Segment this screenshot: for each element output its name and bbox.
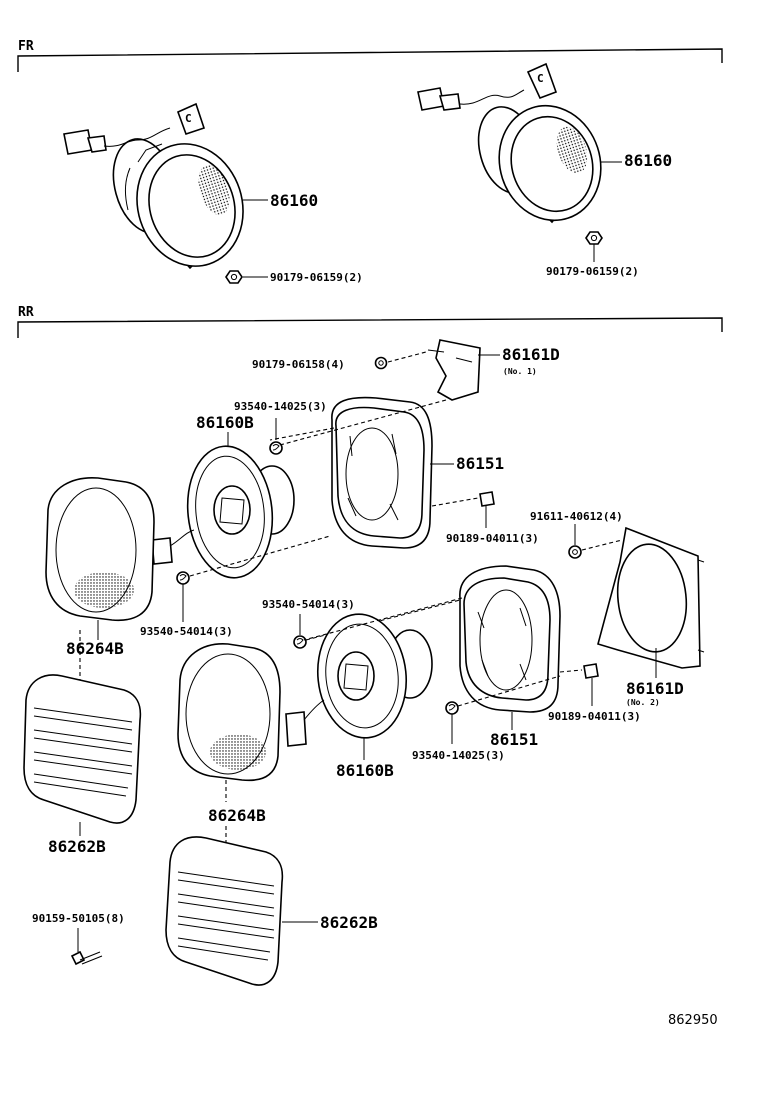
speaker-upper[interactable] (181, 442, 295, 582)
screw-grille[interactable] (70, 950, 103, 966)
nut-lower-bracket[interactable] (568, 545, 582, 559)
label-screw-left-bottom: 93540-54014(3) (140, 625, 233, 638)
label-fr-speaker-left: 86160 (270, 191, 318, 210)
dash-nut-bracket (387, 351, 427, 363)
cover-left[interactable] (45, 477, 155, 622)
rear-section-bracket (17, 317, 723, 338)
dash-screw-lower-spacer (457, 675, 561, 707)
dash-screw-lower-speaker (305, 599, 461, 641)
rear-section: RR 86161D (No. 1) 90179-06158(4) 86151 (17, 305, 723, 986)
spacer-upper[interactable] (331, 396, 433, 549)
label-screw-upper-speaker: 93540-14025(3) (234, 400, 327, 413)
screw-upper-speaker[interactable] (269, 441, 283, 455)
spacer-lower[interactable] (459, 565, 561, 713)
dash-screw-left-bottom (189, 535, 331, 577)
label-speaker-upper: 86160B (196, 413, 254, 432)
nut-bracket[interactable] (374, 356, 388, 370)
dash-spacer-speaker-lower (303, 597, 463, 641)
connector-lower[interactable] (285, 699, 325, 747)
label-spacer-lower: 86151 (490, 730, 538, 749)
screw-lower-speaker[interactable] (293, 635, 307, 649)
front-speaker-right[interactable]: C (470, 62, 616, 234)
clip-upper[interactable] (479, 491, 495, 507)
bracket-no1[interactable] (427, 339, 481, 401)
label-bracket-no1-sub: (No. 1) (503, 367, 537, 376)
label-grille-center: 86262B (320, 913, 378, 932)
label-nut-bracket: 90179-06158(4) (252, 358, 345, 371)
screw-lower-spacer[interactable] (445, 701, 459, 715)
front-section: FR C 86160 90179-06159(2) (17, 39, 723, 284)
front-nut-right[interactable] (585, 231, 603, 245)
section-label-rear: RR (18, 305, 34, 320)
bracket-no2[interactable] (597, 526, 705, 669)
label-clip-upper: 90189-04011(3) (446, 532, 539, 545)
label-fr-speaker-right: 86160 (624, 151, 672, 170)
label-speaker-lower: 86160B (336, 761, 394, 780)
grille-center[interactable] (165, 836, 284, 986)
tab-letter-left: C (185, 112, 192, 125)
label-cover-center: 86264B (208, 806, 266, 825)
label-screw-grille: 90159-50105(8) (32, 912, 125, 925)
label-cover-left: 86264B (66, 639, 124, 658)
front-speaker-left[interactable]: C (104, 102, 259, 280)
tab-letter-right: C (537, 72, 544, 85)
label-fr-nut-right: 90179-06159(2) (546, 265, 639, 278)
screw-left-bottom[interactable] (176, 571, 190, 585)
clip-lower[interactable] (583, 663, 599, 679)
dash-upper-spacer (279, 399, 447, 446)
front-nut-left[interactable] (225, 270, 243, 284)
grille-left[interactable] (23, 674, 142, 824)
label-nut-lower-bracket: 91611-40612(4) (530, 510, 623, 523)
label-bracket-no1: 86161D (502, 345, 560, 364)
label-fr-nut-left: 90179-06159(2) (270, 271, 363, 284)
label-clip-lower: 90189-04011(3) (548, 710, 641, 723)
label-bracket-no2-sub: (No. 2) (626, 698, 660, 707)
front-connector-right[interactable] (417, 87, 525, 111)
label-screw-lower-spacer: 93540-14025(3) (412, 749, 505, 762)
dash-spacer-speaker-upper (269, 427, 335, 441)
diagram-number: 862950 (668, 1013, 718, 1028)
label-grille-left: 86262B (48, 837, 106, 856)
label-bracket-no2: 86161D (626, 679, 684, 698)
front-section-bracket (17, 48, 723, 72)
cover-center[interactable] (177, 643, 281, 782)
section-label-front: FR (18, 39, 34, 54)
dash-clip-upper (431, 497, 479, 507)
speaker-lower[interactable] (312, 610, 433, 743)
dash-clip-lower (559, 669, 583, 673)
dash-nut-lower-bracket (581, 539, 623, 551)
label-spacer-upper: 86151 (456, 454, 504, 473)
front-connector-left[interactable] (63, 127, 171, 155)
label-screw-lower-speaker: 93540-54014(3) (262, 598, 355, 611)
connector-upper[interactable] (151, 529, 195, 565)
